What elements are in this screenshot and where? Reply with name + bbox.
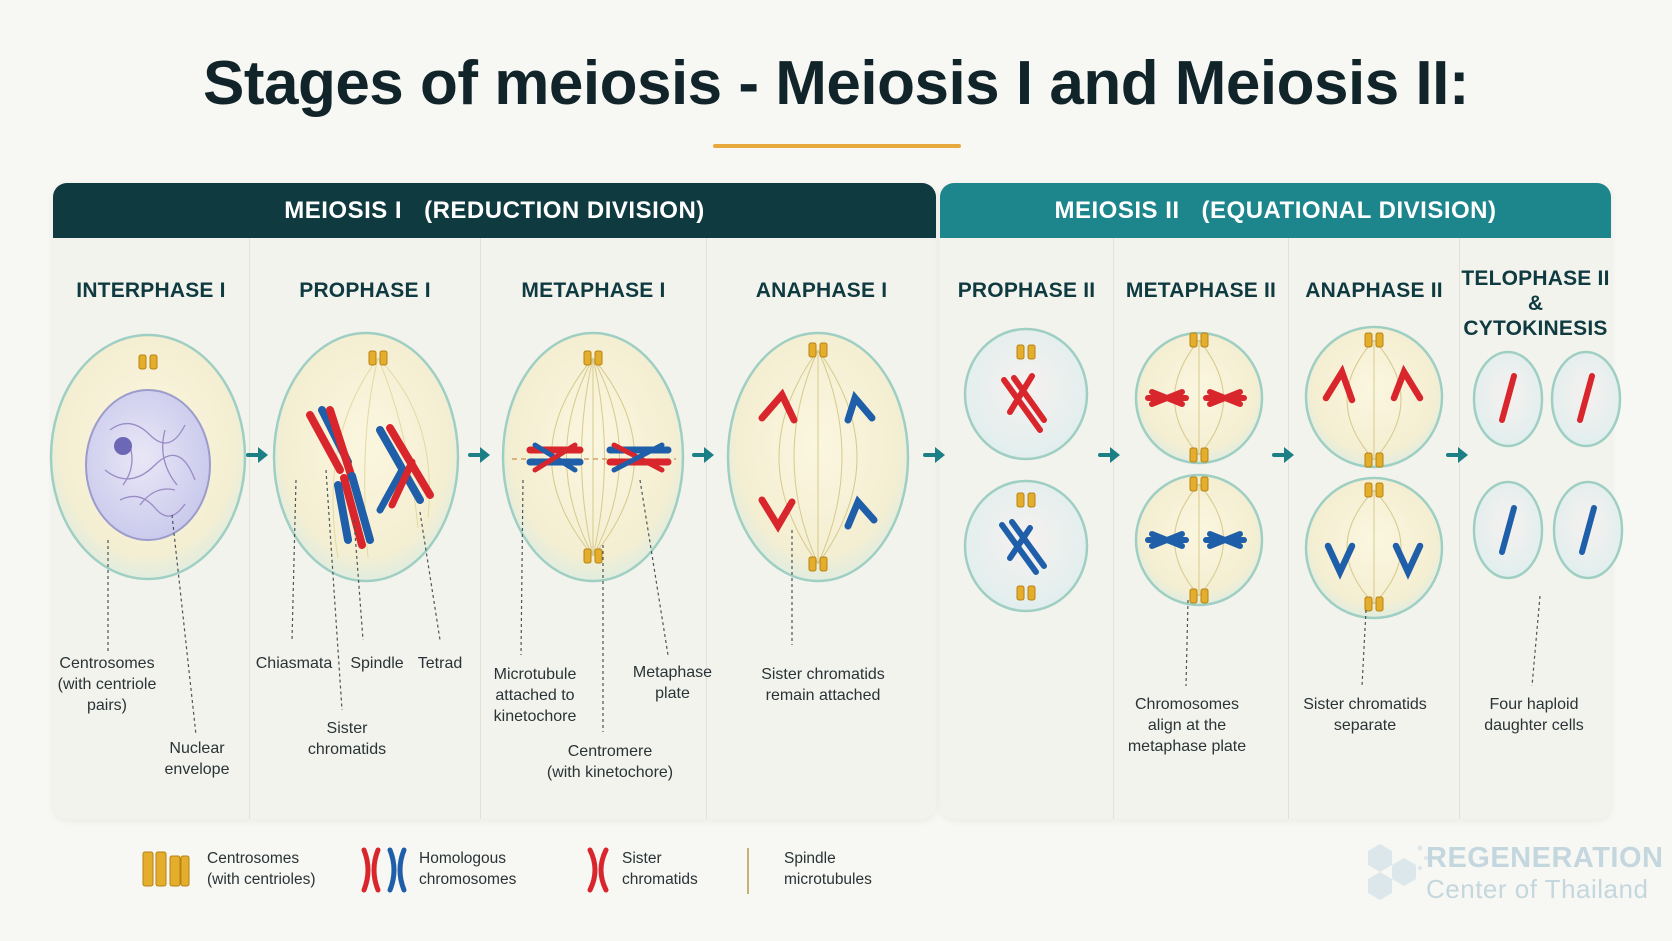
meiosis-1-title: MEIOSIS I (284, 196, 403, 224)
stage-anaphase-2: ANAPHASE II (1289, 238, 1460, 819)
stage-heading: TELOPHASE II& CYTOKINESIS (1461, 267, 1610, 340)
stage-heading: PROPHASE I (299, 279, 431, 302)
watermark: REGENERATION Center of Thailand (1360, 842, 1663, 906)
legend-centrosome-icon (142, 851, 190, 887)
watermark-line2: Center of Thailand (1426, 874, 1649, 904)
meiosis-2-band: MEIOSIS II (EQUATIONAL DIVISION) (940, 183, 1611, 238)
stage-heading: INTERPHASE I (76, 279, 226, 302)
legend-centrosomes: Centrosomes(with centrioles) (207, 850, 316, 888)
stage-anaphase-1: ANAPHASE I (707, 238, 936, 819)
legend-homologous-icon (361, 847, 407, 893)
stage-heading: ANAPHASE II (1305, 279, 1443, 302)
label-tetrad: Tetrad (417, 655, 463, 672)
stage-heading: METAPHASE II (1125, 279, 1277, 302)
stage-metaphase-1: METAPHASE I (481, 238, 707, 819)
stage-telophase-2: TELOPHASE II& CYTOKINESIS (1460, 238, 1611, 819)
meiosis-2-subtitle: (EQUATIONAL DIVISION) (1201, 196, 1497, 224)
watermark-line1: REGENERATION (1426, 842, 1664, 874)
stage-heading: METAPHASE I (521, 279, 666, 302)
meiosis-1-subtitle: (REDUCTION DIVISION) (424, 196, 705, 224)
meiosis-1-band: MEIOSIS I (REDUCTION DIVISION) (53, 183, 936, 238)
meiosis-2-title: MEIOSIS II (1054, 196, 1180, 224)
legend-sister-icon (587, 847, 609, 893)
stage-heading: ANAPHASE I (755, 279, 888, 302)
label-spindle: Spindle (350, 655, 404, 672)
stage-prophase-1: PROPHASE I (250, 238, 481, 819)
title-underline (713, 144, 961, 148)
stage-heading: PROPHASE II (957, 279, 1096, 302)
label-chiasmata: Chiasmata (255, 655, 333, 672)
stage-interphase-1: INTERPHASE I (53, 238, 250, 819)
stage-metaphase-2: METAPHASE II (1114, 238, 1289, 819)
label-centromere: Centromere(with kinetochore) (546, 743, 674, 781)
page-title: Stages of meiosis - Meiosis I and Meiosi… (202, 49, 1470, 118)
stage-prophase-2: PROPHASE II (940, 238, 1114, 819)
